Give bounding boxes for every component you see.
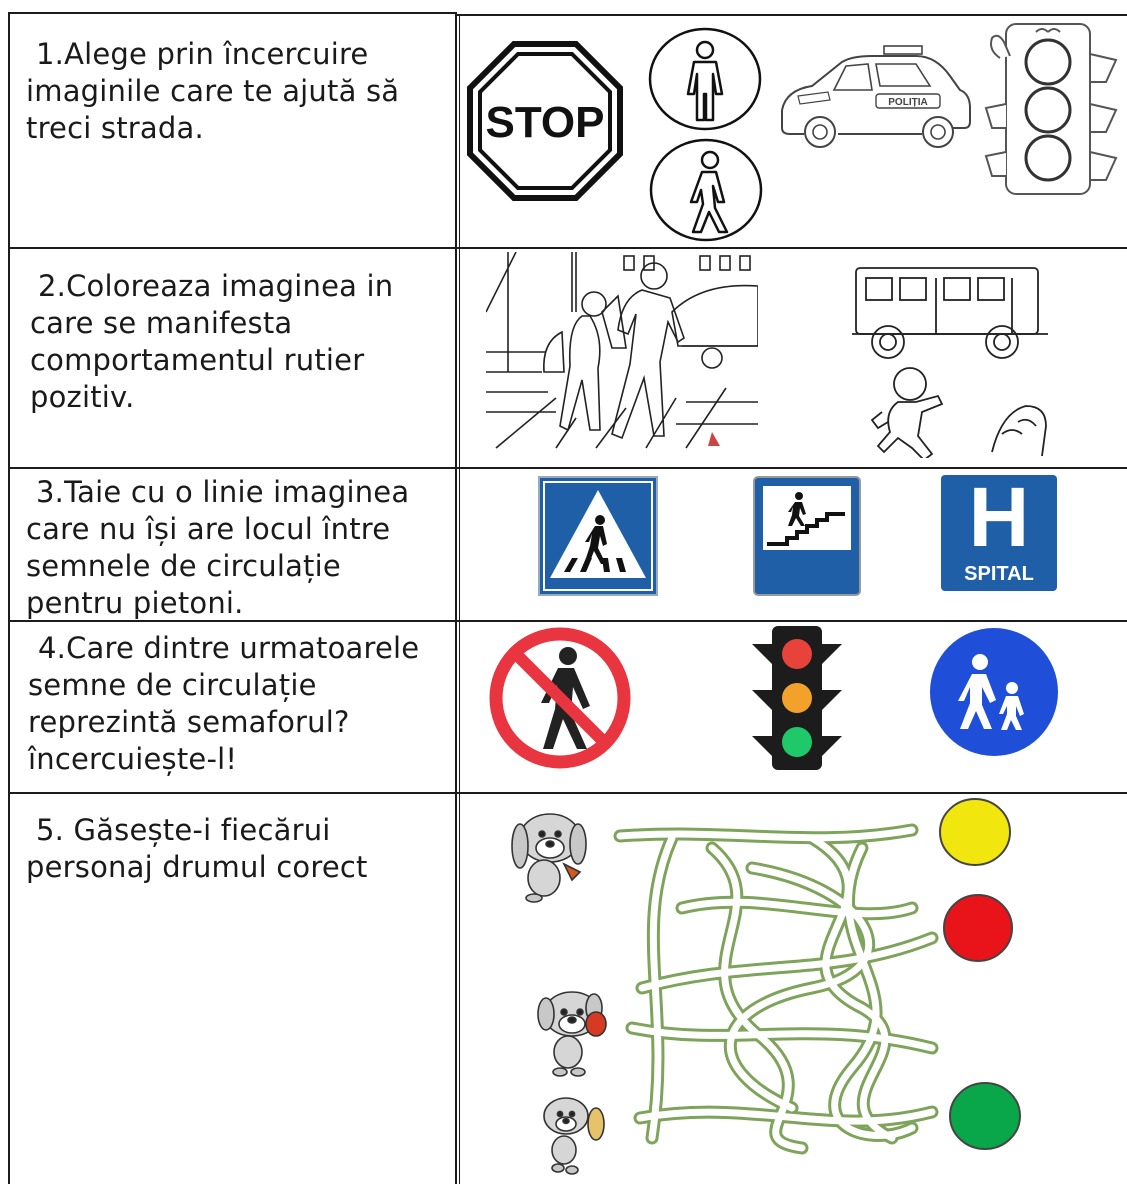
prompt-line: comportamentul rutier	[30, 343, 365, 377]
stop-sign-icon[interactable]: STOP	[466, 40, 624, 202]
row-divider-4	[8, 792, 1127, 794]
red-light-icon[interactable]	[940, 892, 1016, 964]
pedestrian-path-sign-icon[interactable]	[928, 626, 1060, 758]
row-divider-3	[8, 620, 1127, 622]
pedestrian-standing-icon[interactable]	[646, 26, 764, 132]
yellow-light-icon[interactable]	[936, 796, 1014, 868]
police-car-icon[interactable]: POLIȚIA	[776, 36, 972, 154]
boy-running-near-bus-scene[interactable]	[852, 262, 1052, 458]
table-column-divider-inner	[459, 14, 460, 1184]
hospital-sign-letter: H	[969, 474, 1030, 564]
table-border-top	[8, 12, 456, 14]
prompt-line: semnele de circulație	[26, 549, 341, 583]
table-border-left	[8, 12, 10, 1184]
bunny-character-icon[interactable]	[536, 984, 620, 1078]
traffic-light-character-icon[interactable]	[982, 18, 1127, 200]
green-light-icon[interactable]	[946, 1080, 1024, 1152]
prompt-line: care se manifesta	[30, 306, 293, 340]
prompt-line: 1.Alege prin încercuire	[36, 37, 369, 71]
hospital-sign-label: SPITAL	[964, 563, 1034, 585]
prompt-line: pentru pietoni.	[26, 586, 244, 620]
table-column-divider	[455, 12, 457, 1184]
table-border-top-right	[456, 14, 1127, 16]
crosswalk-sign-icon[interactable]	[538, 476, 658, 596]
traffic-light-icon[interactable]	[752, 624, 842, 772]
pedestrian-walking-icon[interactable]	[648, 138, 764, 244]
prompt-line: personaj drumul corect	[26, 850, 368, 884]
prompt-line: semne de circulație	[28, 668, 317, 702]
stop-sign-label: STOP	[485, 98, 604, 147]
prompt-line: care nu își are locul între	[26, 512, 391, 546]
prompt-line: 4.Care dintre urmatoarele	[38, 631, 420, 665]
prompt-line: 5. Găsește-i fiecărui	[36, 813, 331, 847]
bunny-character-icon[interactable]	[506, 804, 598, 904]
row-divider-2	[8, 467, 1127, 469]
exercise-2-prompt: 2.Coloreaza imaginea in care se manifest…	[30, 268, 393, 416]
exercise-1-prompt: 1.Alege prin încercuire imaginile care t…	[26, 36, 399, 147]
hospital-sign-icon[interactable]: H SPITAL	[940, 474, 1058, 592]
prompt-line: pozitiv.	[30, 380, 135, 414]
prompt-line: 2.Coloreaza imaginea in	[38, 269, 394, 303]
exercise-3-prompt: 3.Taie cu o linie imaginea care nu își a…	[26, 474, 409, 622]
maze-paths[interactable]	[612, 808, 948, 1158]
children-crosswalk-scene[interactable]	[486, 252, 758, 452]
prompt-line: reprezintă semaforul?	[28, 705, 350, 739]
exercise-4-prompt: 4.Care dintre urmatoarele semne de circu…	[28, 630, 419, 778]
police-car-label: POLIȚIA	[888, 97, 927, 108]
prompt-line: încercuiește-l!	[28, 742, 238, 776]
prompt-line: imaginile care te ajută să	[26, 74, 400, 108]
no-pedestrians-sign-icon[interactable]	[488, 626, 632, 770]
exercise-5-prompt: 5. Găsește-i fiecărui personaj drumul co…	[26, 812, 368, 886]
prompt-line: treci strada.	[26, 111, 204, 145]
pedestrian-underpass-sign-icon[interactable]	[753, 476, 861, 596]
prompt-line: 3.Taie cu o linie imaginea	[36, 475, 410, 509]
bunny-character-icon[interactable]	[536, 1090, 610, 1176]
row-divider-1	[8, 247, 1127, 249]
